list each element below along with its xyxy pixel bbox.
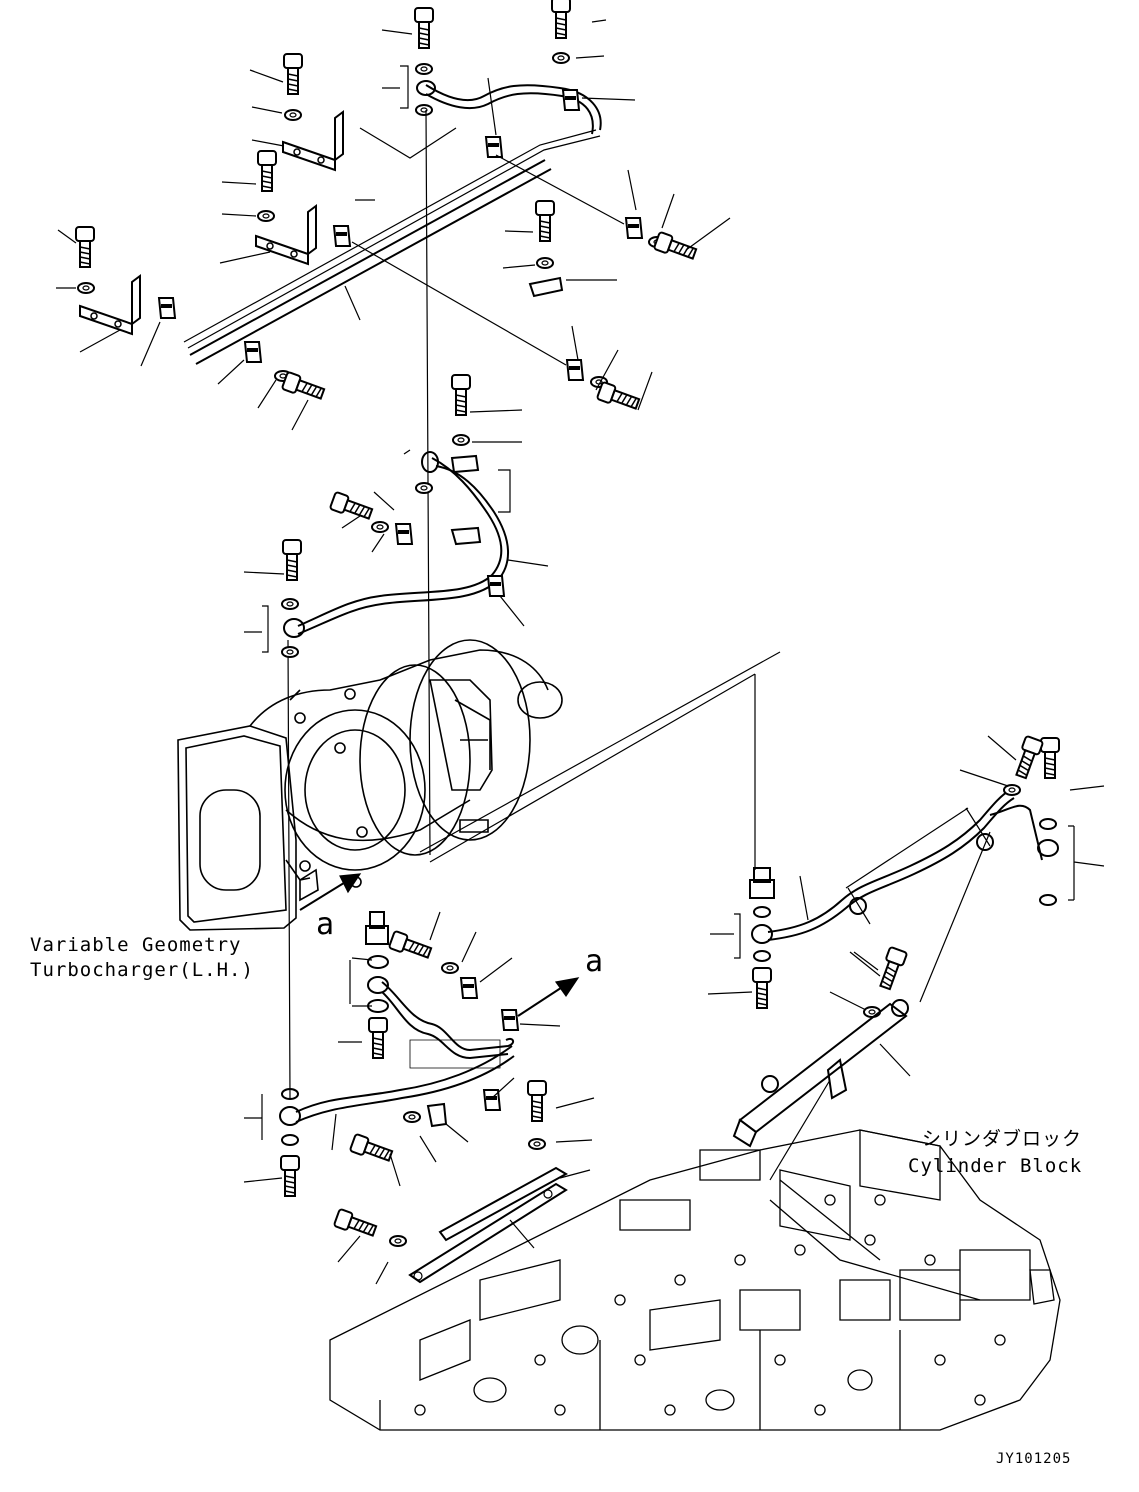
view-marker-a-left: a [316,907,336,942]
turbocharger-label-line2: Turbocharger(L.H.) [30,959,254,981]
cylinder-block-label-en: Cylinder Block [908,1155,1083,1177]
upper-hose [425,84,602,131]
long-pipe [183,129,601,365]
cylinder-block [329,1129,1061,1431]
lower-pipe-a [381,981,514,1052]
side-bolt [280,370,327,404]
drawing-code: JY101205 [996,1451,1072,1467]
lower-pipe-b [295,1045,513,1113]
cylinder-block-label-jp: シリンダブロック [922,1128,1083,1150]
turbocharger-label-line1: Variable Geometry [30,934,242,956]
turbocharger-body [177,639,563,931]
view-marker-a-right: a [585,944,605,979]
right-pipe [767,789,1011,933]
side-bolt [595,380,642,414]
